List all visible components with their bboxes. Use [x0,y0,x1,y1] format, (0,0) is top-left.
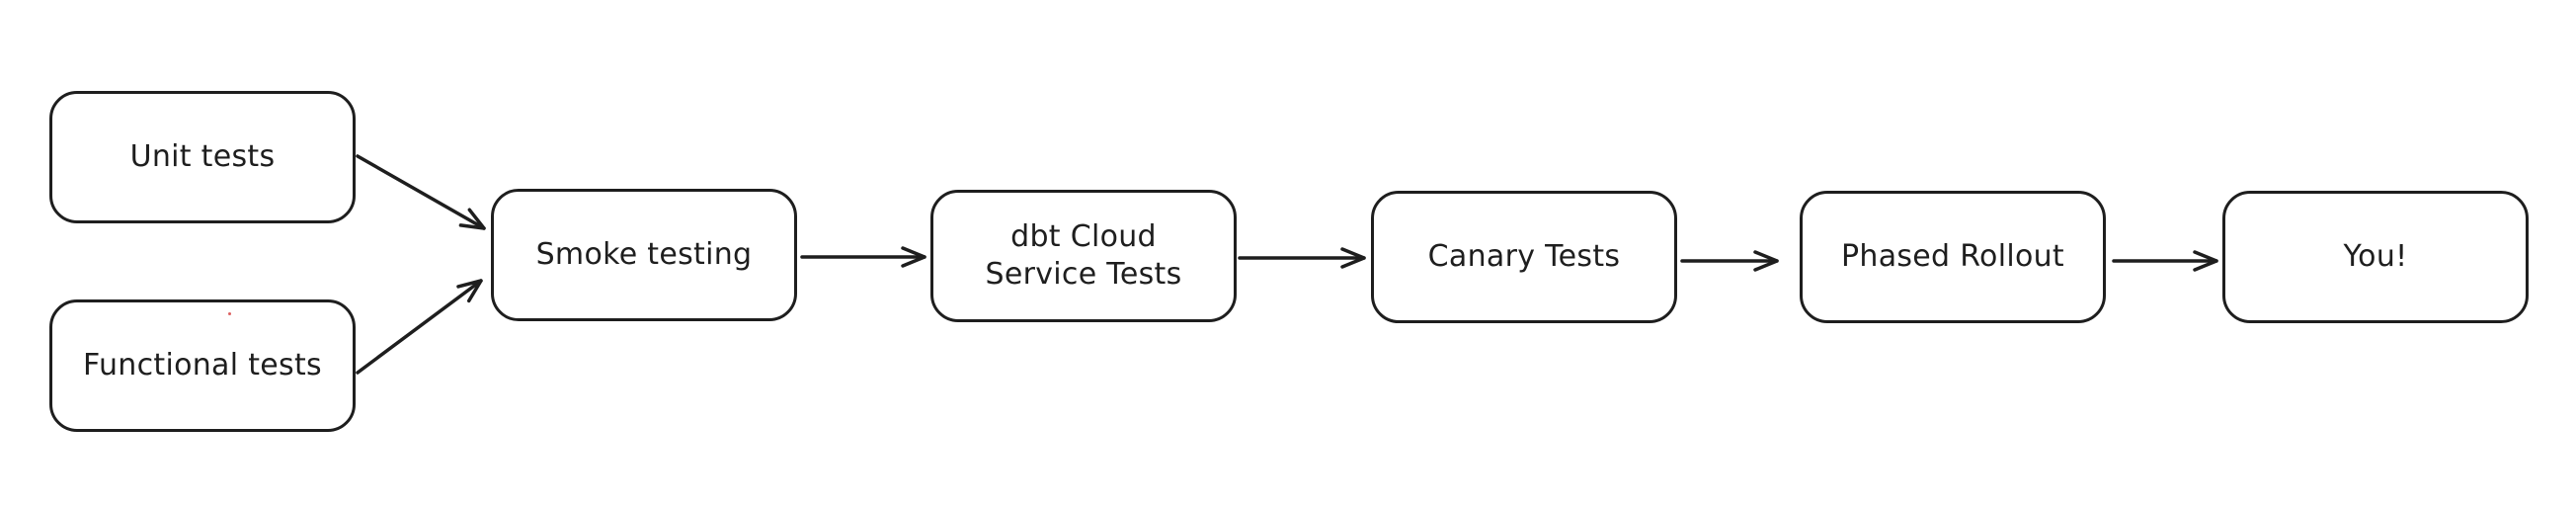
node-you-label: You! [2343,239,2408,274]
node-smoke-testing[interactable]: Smoke testing [491,189,797,321]
node-unit-tests[interactable]: Unit tests [49,91,356,223]
node-canary-tests-label: Canary Tests [1427,239,1621,274]
node-phased-rollout[interactable]: Phased Rollout [1800,191,2106,323]
node-unit-tests-label: Unit tests [129,139,276,174]
stray-red-dot [228,312,231,315]
node-dbt-cloud-service-tests-line2: Service Tests [985,257,1182,292]
node-dbt-cloud-service-tests-label: dbt Cloud Service Tests [985,218,1181,294]
node-you[interactable]: You! [2222,191,2529,323]
edge-unit-tests-to-smoke-testing-arrow [356,154,486,230]
node-dbt-cloud-service-tests[interactable]: dbt Cloud Service Tests [930,190,1237,322]
node-phased-rollout-label: Phased Rollout [1840,239,2064,274]
edge-functional-tests-to-smoke-testing-arrow [356,279,483,375]
node-canary-tests[interactable]: Canary Tests [1371,191,1677,323]
node-functional-tests-label: Functional tests [83,348,322,382]
node-smoke-testing-label: Smoke testing [535,237,753,272]
node-dbt-cloud-service-tests-line1: dbt Cloud [1010,219,1157,254]
node-functional-tests[interactable]: Functional tests [49,299,356,432]
